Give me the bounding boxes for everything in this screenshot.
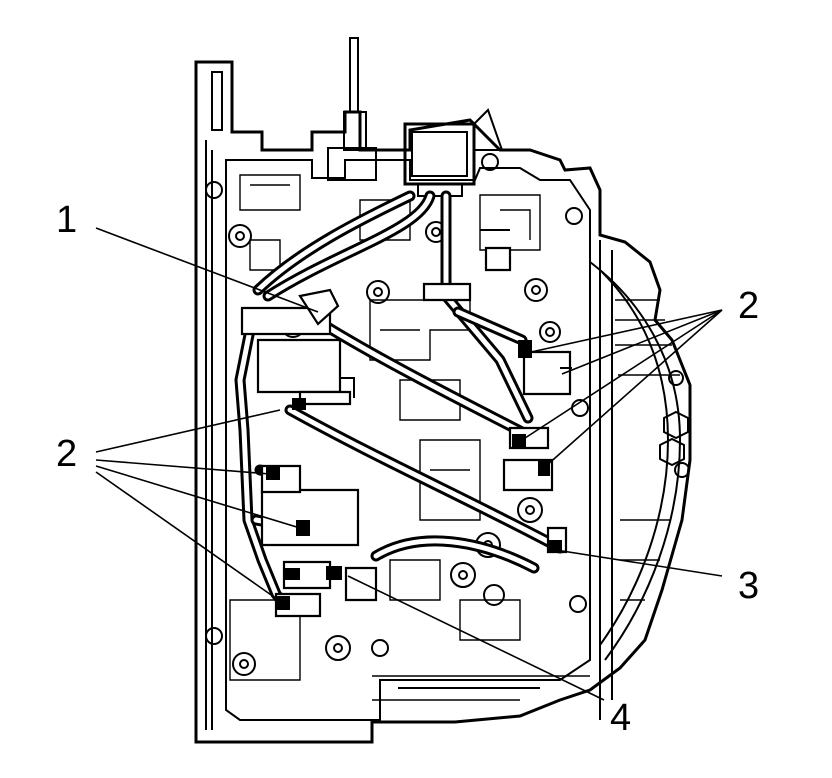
solenoid-connector bbox=[508, 426, 550, 450]
solenoid-connector bbox=[344, 566, 378, 602]
valve-body-plate bbox=[225, 159, 591, 721]
bolt bbox=[483, 584, 505, 606]
bolt bbox=[663, 410, 689, 440]
callout-4: 4 bbox=[610, 697, 631, 739]
leader-line bbox=[95, 409, 281, 453]
leader-line bbox=[521, 309, 723, 441]
bolt bbox=[325, 635, 351, 661]
bolt bbox=[668, 370, 684, 386]
leader-line bbox=[95, 459, 271, 475]
bolt bbox=[205, 181, 223, 199]
leader-line bbox=[521, 309, 723, 355]
bolt bbox=[659, 437, 685, 467]
bolt bbox=[228, 224, 252, 248]
bolt bbox=[232, 652, 256, 676]
solenoid-connector bbox=[480, 229, 512, 272]
callout-3: 3 bbox=[738, 565, 759, 607]
bolt bbox=[371, 639, 389, 657]
leader-line bbox=[95, 465, 301, 529]
bolt bbox=[205, 627, 223, 645]
leader-lines bbox=[95, 227, 723, 701]
transmission-case-outline bbox=[194, 60, 692, 744]
main-harness-connector bbox=[403, 108, 504, 197]
callouts: 1 2 2 3 4 bbox=[56, 199, 759, 739]
leader-line bbox=[347, 575, 605, 701]
solenoid-connector bbox=[240, 288, 340, 336]
bolt bbox=[450, 562, 476, 588]
bolt bbox=[481, 153, 499, 171]
solenoid-connector bbox=[256, 338, 355, 410]
leader-line bbox=[545, 309, 723, 467]
bolt bbox=[569, 595, 587, 613]
solenoid-connector bbox=[274, 592, 322, 618]
solenoid-connector bbox=[282, 560, 342, 590]
callout-2-right: 2 bbox=[738, 285, 759, 327]
leader-line bbox=[555, 549, 723, 577]
solenoid-connector bbox=[260, 464, 360, 547]
bolt bbox=[539, 321, 561, 343]
callout-1: 1 bbox=[56, 199, 77, 241]
top-shaft bbox=[327, 37, 377, 181]
callout-2-left: 2 bbox=[56, 433, 77, 475]
solenoid-connector bbox=[422, 282, 472, 302]
bolts bbox=[205, 153, 690, 676]
solenoid-connector bbox=[518, 340, 572, 396]
bolt bbox=[517, 497, 543, 523]
leader-line bbox=[95, 471, 285, 605]
solenoid-connector bbox=[502, 458, 554, 492]
bolt bbox=[366, 280, 390, 304]
bolt bbox=[674, 462, 690, 478]
leader-line bbox=[95, 227, 319, 313]
solenoid-connector bbox=[546, 526, 568, 554]
bolt bbox=[565, 207, 583, 225]
bolt bbox=[524, 278, 548, 302]
leader-line bbox=[561, 309, 723, 375]
solenoid-connectors bbox=[240, 229, 572, 618]
